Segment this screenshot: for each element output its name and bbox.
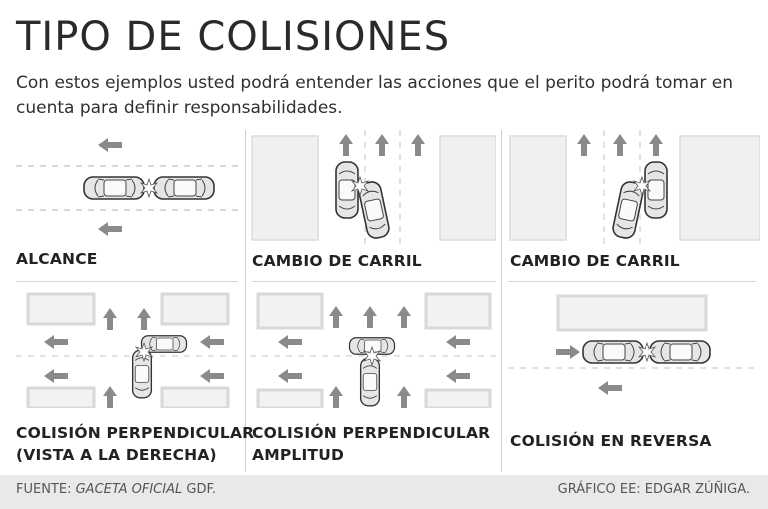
arrow-left-icon bbox=[98, 138, 122, 152]
building-block-icon bbox=[679, 135, 760, 241]
arrow-up-icon bbox=[397, 306, 411, 328]
arrow-up-icon bbox=[577, 134, 591, 156]
arrow-left-icon bbox=[598, 381, 622, 395]
diagram-perpendicular-derecha bbox=[16, 290, 242, 408]
building-block-icon bbox=[160, 386, 230, 408]
arrow-left-icon bbox=[44, 335, 68, 349]
arrow-up-icon bbox=[397, 386, 411, 408]
label-cambio-carril-2: CAMBIO DE CARRIL bbox=[510, 252, 680, 270]
arrow-left-icon bbox=[446, 369, 470, 383]
arrow-up-icon bbox=[137, 308, 151, 330]
row-divider bbox=[508, 281, 756, 282]
label-line: (VISTA A LA DERECHA) bbox=[16, 446, 217, 464]
building-block-icon bbox=[256, 388, 324, 408]
label-cambio-carril-1: CAMBIO DE CARRIL bbox=[252, 252, 422, 270]
diagram-cambio-carril-1 bbox=[250, 130, 496, 245]
arrow-right-icon bbox=[556, 345, 580, 359]
building-block-icon bbox=[439, 135, 496, 241]
building-block-icon bbox=[424, 388, 492, 408]
building-block-icon bbox=[160, 292, 230, 326]
label-reversa: COLISIÓN EN REVERSA bbox=[510, 432, 712, 450]
car-icon bbox=[153, 176, 215, 200]
label-perpendicular-amplitud: COLISIÓN PERPENDICULAR AMPLITUD bbox=[252, 422, 490, 466]
building-block-icon bbox=[26, 292, 96, 326]
footer-bar bbox=[0, 475, 768, 509]
divider bbox=[501, 130, 502, 472]
car-icon bbox=[359, 357, 381, 407]
arrow-left-icon bbox=[98, 222, 122, 236]
diagram-perpendicular-amplitud bbox=[250, 290, 496, 408]
building-block-icon bbox=[556, 294, 708, 332]
row-divider bbox=[252, 281, 496, 282]
divider bbox=[245, 130, 246, 472]
arrow-up-icon bbox=[613, 134, 627, 156]
building-block-icon bbox=[251, 135, 319, 241]
diagram-cambio-carril-2 bbox=[508, 130, 760, 245]
building-block-icon bbox=[424, 292, 492, 330]
page-title: TIPO DE COLISIONES bbox=[16, 14, 451, 60]
arrow-left-icon bbox=[278, 369, 302, 383]
source-suffix: GDF. bbox=[182, 482, 216, 497]
source-publication: GACETA OFICIAL bbox=[75, 482, 183, 497]
arrow-left-icon bbox=[44, 369, 68, 383]
arrow-up-icon bbox=[329, 386, 343, 408]
arrow-left-icon bbox=[446, 335, 470, 349]
arrow-up-icon bbox=[329, 306, 343, 328]
diagram-alcance bbox=[16, 130, 242, 240]
label-line: COLISIÓN PERPENDICULAR bbox=[252, 424, 491, 442]
arrow-up-icon bbox=[411, 134, 425, 156]
source-prefix: FUENTE: bbox=[16, 482, 76, 497]
car-icon bbox=[83, 176, 145, 200]
arrow-up-icon bbox=[339, 134, 353, 156]
arrow-up-icon bbox=[103, 386, 117, 408]
diagram-reversa bbox=[508, 290, 760, 408]
alcance-scene bbox=[16, 138, 242, 236]
arrow-up-icon bbox=[363, 306, 377, 328]
arrow-left-icon bbox=[278, 335, 302, 349]
label-line: AMPLITUD bbox=[252, 446, 345, 464]
building-block-icon bbox=[256, 292, 324, 330]
car-icon bbox=[582, 340, 644, 364]
label-alcance: ALCANCE bbox=[16, 250, 98, 268]
building-block-icon bbox=[509, 135, 567, 241]
label-line: COLISIÓN PERPENDICULAR bbox=[16, 424, 255, 442]
source-credit: FUENTE: GACETA OFICIAL GDF. bbox=[16, 482, 216, 497]
arrow-left-icon bbox=[200, 369, 224, 383]
arrow-left-icon bbox=[200, 335, 224, 349]
graphic-credit: GRÁFICO EE: EDGAR ZÚÑIGA. bbox=[557, 482, 750, 497]
page-subtitle: Con estos ejemplos usted podrá entender … bbox=[16, 73, 734, 118]
arrow-up-icon bbox=[649, 134, 663, 156]
arrow-up-icon bbox=[103, 308, 117, 330]
label-perpendicular-derecha: COLISIÓN PERPENDICULAR (VISTA A LA DEREC… bbox=[16, 422, 254, 466]
arrow-up-icon bbox=[375, 134, 389, 156]
row-divider bbox=[16, 281, 238, 282]
car-icon bbox=[649, 340, 711, 364]
building-block-icon bbox=[26, 386, 96, 408]
